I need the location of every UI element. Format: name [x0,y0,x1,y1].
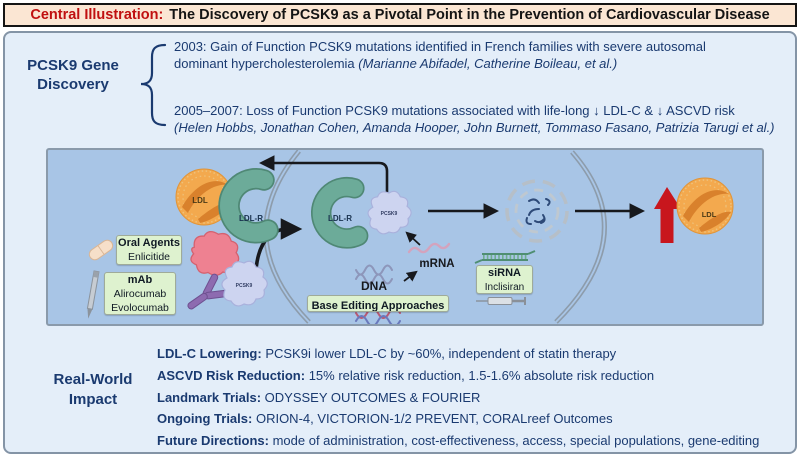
pcsk9-outer-label: PCSK9 [236,283,253,289]
impact-item-ldl-lowering: LDL-C Lowering: PCSK9i lower LDL-C by ~6… [157,346,617,361]
mechanism-diagram: LDL LDL-R LDL-R PCSK9 PCSK9 mRNA DNA LDL… [46,148,764,326]
ldlr-inner-label: LDL-R [328,214,352,223]
impact-item-landmark-trials: Landmark Trials: ODYSSEY OUTCOMES & FOUR… [157,389,481,405]
lysosome-icon [505,179,569,243]
page-title: The Discovery of PCSK9 as a Pivotal Poin… [169,7,770,23]
injector-pen-icon [86,270,100,319]
cell-membrane-right-icon [554,150,607,324]
translation-arrow [405,231,421,246]
base-editing-box: Base Editing Approaches [307,295,449,312]
mab-drug2: Evolocumab [111,301,169,314]
oral-agents-drug: Enlicitide [127,251,171,263]
timeline-2003-authors: (Marianne Abifadel, Catherine Boileau, e… [358,55,618,71]
timeline-2003-line2: dominant hypercholesterolemia [174,55,359,71]
recycling-arrow [258,155,389,196]
real-world-impact-heading: Real-World Impact [33,370,153,410]
ldlr-outer-label: LDL-R [239,214,263,223]
gene-discovery-heading-line1: PCSK9 Gene [27,57,119,74]
timeline-item-2003: 2003: Gain of Function PCSK9 mutations i… [174,39,706,72]
gene-discovery-heading: PCSK9 Gene Discovery [13,56,133,94]
pcsk9-inner-label: PCSK9 [381,211,398,217]
oral-agents-box: Oral Agents Enlicitide [116,235,182,265]
timeline-item-2005-2007: 2005–2007: Loss of Function PCSK9 mutati… [174,103,775,136]
mab-box: mAb Alirocumab Evolocumab [104,272,176,315]
mrna-label: mRNA [419,258,454,270]
mab-drug1: Alirocumab [113,288,167,300]
ldl-right-label: LDL [702,210,717,219]
main-panel: PCSK9 Gene Discovery 2003: Gain of Funct… [3,31,797,454]
brace-icon [140,43,167,127]
syringe-icon [476,297,526,305]
sirna-duplex-icon [474,250,536,264]
timeline-2005-authors: (Helen Hobbs, Jonathan Cohen, Amanda Hoo… [174,119,775,135]
impact-item-ascvd-risk: ASCVD Risk Reduction: 15% relative risk … [157,367,655,383]
timeline-2005-line1: 2005–2007: Loss of Function PCSK9 mutati… [174,103,735,118]
sirna-drug: Inclisiran [484,282,525,293]
impact-heading-line1: Real-World [53,371,133,388]
ldl-up-arrow-icon [654,187,681,243]
ldl-receptor-internal-icon [311,176,369,249]
ldl-receptor-surface-icon [218,168,279,244]
impact-item-future-directions: Future Directions: mode of administratio… [157,433,760,449]
mab-title: mAb [127,274,153,286]
mechanism-illustration: LDL LDL-R LDL-R PCSK9 PCSK9 mRNA DNA LDL [86,150,734,324]
mrna-strand-icon [407,242,451,254]
impact-list: LDL-C Lowering: PCSK9i lower LDL-C by ~6… [157,343,787,452]
ldl-particle-right-icon [676,177,734,235]
sirna-title: siRNA [487,267,521,279]
dna-label: DNA [361,279,387,293]
impact-heading-line2: Impact [68,391,118,408]
base-editing-label: Base Editing Approaches [311,300,445,312]
impact-item-ongoing-trials: Ongoing Trials: ORION-4, VICTORION-1/2 P… [157,411,613,427]
ldl-left-label: LDL [192,196,208,205]
oral-agents-title: Oral Agents [118,237,180,249]
pill-icon [88,239,114,261]
title-bar: Central Illustration: The Discovery of P… [3,3,797,27]
timeline-2003-line1: 2003: Gain of Function PCSK9 mutations i… [174,39,706,54]
sirna-box: siRNA Inclisiran [476,265,533,294]
title-prefix: Central Illustration: [30,7,164,23]
dna-helix-icon [355,264,393,285]
gene-discovery-heading-line2: Discovery [37,76,109,93]
transcription-arrow [403,270,418,282]
